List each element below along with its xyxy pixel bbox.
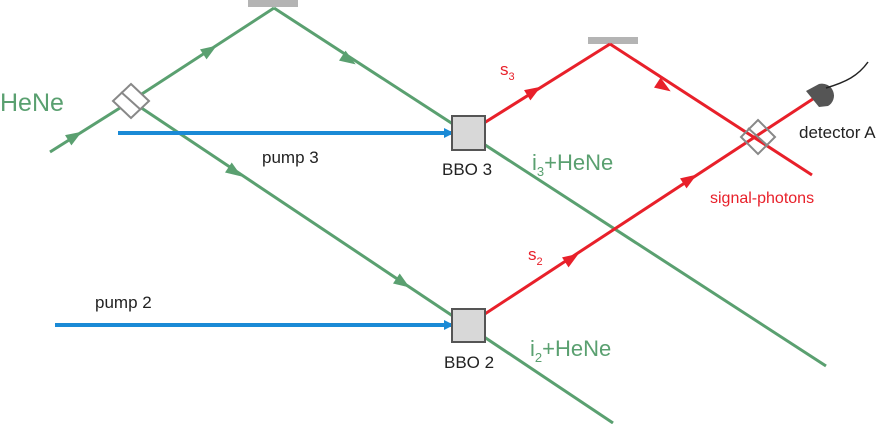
s2-base: s xyxy=(528,245,537,264)
i3-rest: +HeNe xyxy=(544,150,613,175)
green-arrow-icon xyxy=(339,50,356,65)
green-beam-top-mirror-to-far xyxy=(273,6,827,368)
i3-base: i xyxy=(532,150,537,175)
pump3-label: pump 3 xyxy=(262,148,319,167)
red-beams xyxy=(467,42,823,327)
green-arrow-icon xyxy=(200,45,217,60)
s3-subscript: 3 xyxy=(509,71,515,83)
red-arrows xyxy=(524,77,697,268)
bbo2-label: BBO 2 xyxy=(444,353,494,372)
i2-label: i2+HeNe xyxy=(530,336,611,365)
hene-input-beam xyxy=(49,99,132,154)
green-arrow-icon xyxy=(65,131,82,146)
s3-base: s xyxy=(500,60,509,79)
top-mirror xyxy=(248,0,298,7)
bbo3-label: BBO 3 xyxy=(442,160,492,179)
green-beam-lower-to-far xyxy=(130,99,614,424)
s2-beam-to-detector xyxy=(467,91,823,327)
red-arrow-icon xyxy=(562,253,579,268)
input-beam-splitter xyxy=(111,82,151,120)
s3-label: s3 xyxy=(500,60,515,83)
red-arrow-icon xyxy=(654,77,671,92)
output-beam-splitter xyxy=(739,118,777,156)
green-arrow-icon xyxy=(225,162,242,177)
s3-beam-mirror-to-output xyxy=(609,42,813,177)
s2-label: s2 xyxy=(528,245,543,268)
green-arrow-icon xyxy=(393,273,410,288)
red-arrow-icon xyxy=(680,174,697,189)
s2-subscript: 2 xyxy=(537,256,543,268)
bbo3-crystal xyxy=(451,115,486,151)
i2-base: i xyxy=(530,336,535,361)
right-mirror xyxy=(588,37,638,44)
i2-subscript: 2 xyxy=(535,350,542,365)
pump2-label: pump 2 xyxy=(95,293,152,312)
bbo2-crystal xyxy=(451,308,486,343)
green-arrows xyxy=(65,45,410,288)
red-arrow-icon xyxy=(524,86,541,101)
detector-icon xyxy=(806,61,869,107)
i2-rest: +HeNe xyxy=(542,336,611,361)
green-beams xyxy=(49,6,827,424)
detector-label: detector A xyxy=(799,123,876,142)
signal-photons-label: signal-photons xyxy=(710,190,814,207)
hene-label: HeNe xyxy=(0,89,64,117)
i3-label: i3+HeNe xyxy=(532,150,613,179)
i3-subscript: 3 xyxy=(537,164,544,179)
green-beam-to-top-mirror xyxy=(130,6,275,103)
